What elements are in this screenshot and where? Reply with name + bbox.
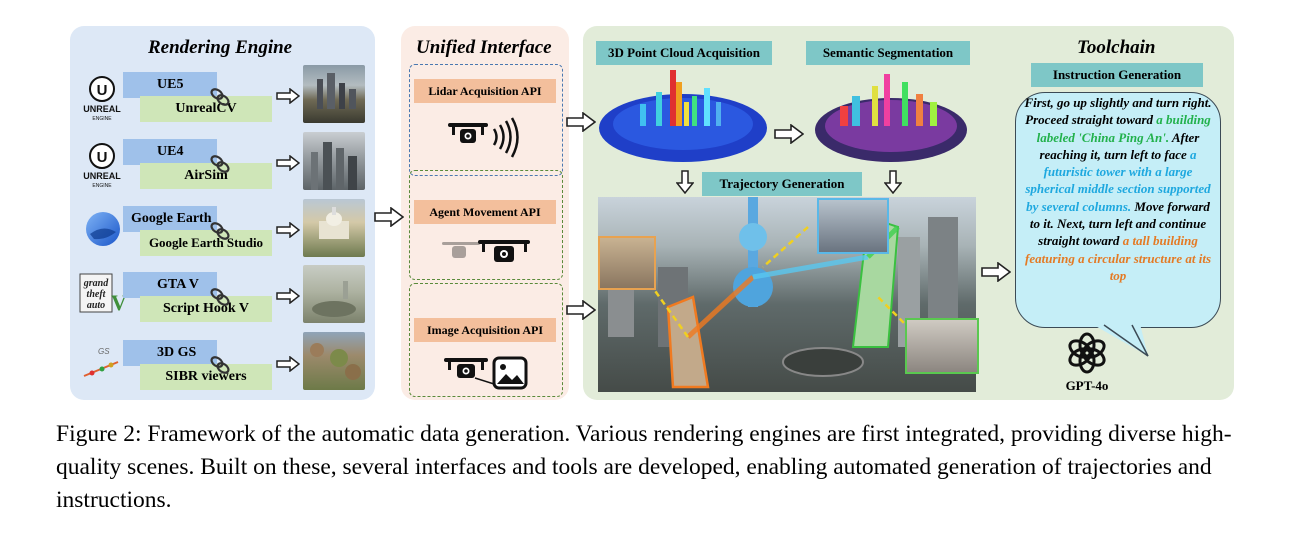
trajectory-city-image — [598, 197, 976, 392]
drone-image-icon — [444, 356, 528, 390]
chain-link-icon — [210, 356, 230, 374]
right-arrow-icon — [276, 356, 300, 372]
engine-box-ue5: UE5 — [123, 72, 217, 98]
right-arrow-icon — [276, 88, 300, 104]
engine-box-3d-gs: 3D GS — [123, 340, 217, 366]
scene-thumbnail-3d-gs — [303, 332, 365, 390]
instruction-bubble — [1015, 92, 1221, 328]
inset-building-ping-an — [598, 236, 656, 290]
api-box-lidar: Lidar Acquisition API — [414, 79, 556, 103]
movement-api-group — [409, 170, 563, 280]
api-box-agent-movement: Agent Movement API — [414, 200, 556, 224]
figure-caption: Figure 2: Framework of the automatic dat… — [56, 421, 1232, 513]
gpt-label: GPT-4o — [1065, 378, 1109, 393]
engine-box-gta-v: GTA V — [123, 272, 217, 298]
inset-tower — [817, 198, 889, 254]
right-arrow-icon — [774, 124, 804, 144]
instruction-landmark-tower: a futuristic tower with a large spherica… — [1025, 146, 1211, 214]
google-earth-logo — [84, 210, 122, 248]
right-arrow-icon — [566, 112, 596, 132]
svg-text:UNREAL: UNREAL — [83, 104, 121, 114]
instruction-segment: First, go up slightly and turn right. Pr… — [1024, 95, 1212, 128]
right-arrow-icon — [276, 288, 300, 304]
gta-v-logo: grand theft auto V — [78, 270, 127, 316]
scene-thumbnail-ue4 — [303, 132, 365, 190]
svg-text:U: U — [97, 82, 108, 99]
engine-box-google-earth: Google Earth — [123, 206, 217, 232]
api-box-image: Image Acquisition API — [414, 318, 556, 342]
scene-thumbnail-gta-v — [303, 265, 365, 323]
interface-box-sibr-viewers: SIBR viewers — [140, 364, 272, 390]
toolchain-title: Toolchain — [1077, 37, 1156, 58]
svg-text:UNREAL: UNREAL — [83, 171, 121, 181]
instruction-segment: Move forward to it. Next, turn left and … — [1029, 198, 1210, 249]
gaussian-splatting-logo: GS — [80, 342, 124, 382]
interface-box-google-earth-studio: Google Earth Studio — [140, 230, 272, 256]
bubble-tail — [1092, 324, 1149, 357]
interface-box-airsim: AirSim — [140, 163, 272, 189]
unreal-engine-logo: U UNREAL ENGINE — [76, 141, 128, 189]
interface-box-unrealcv: UnrealCV — [140, 96, 272, 122]
trajectory-generation-label: Trajectory Generation — [702, 172, 862, 196]
right-arrow-icon — [276, 222, 300, 238]
svg-text:ENGINE: ENGINE — [92, 183, 112, 189]
svg-text:U: U — [97, 149, 108, 166]
chain-link-icon — [210, 222, 230, 240]
unified-interface-title: Unified Interface — [416, 37, 552, 58]
svg-text:auto: auto — [87, 300, 105, 311]
svg-text:GS: GS — [98, 347, 110, 356]
segmentation-image — [815, 74, 967, 162]
point-cloud-image — [599, 70, 767, 162]
point-cloud-label: 3D Point Cloud Acquisition — [596, 41, 772, 65]
instruction-segment: After reaching it, turn left to face — [1039, 129, 1200, 162]
svg-text:grand: grand — [83, 278, 109, 289]
chain-link-icon — [210, 288, 230, 306]
drone-lidar-icon — [448, 117, 519, 158]
instruction-text: First, go up slightly and turn right. Pr… — [1020, 94, 1216, 284]
chain-link-icon — [210, 88, 230, 106]
instruction-generation-label: Instruction Generation — [1031, 63, 1203, 87]
interface-box-script-hook-v: Script Hook V — [140, 296, 272, 322]
image-api-group — [409, 283, 563, 397]
right-arrow-icon — [566, 300, 596, 320]
unreal-engine-logo: U UNREAL ENGINE — [76, 74, 128, 122]
instruction-landmark-ping-an: a building labeled 'China Ping An'. — [1036, 112, 1211, 145]
scene-thumbnail-ue5 — [303, 65, 365, 123]
svg-text:theft: theft — [87, 289, 107, 300]
lidar-api-group — [409, 64, 563, 176]
rendering-engine-title: Rendering Engine — [148, 37, 293, 58]
segmentation-label: Semantic Segmentation — [806, 41, 970, 65]
openai-logo-icon — [1068, 332, 1106, 374]
down-arrow-icon — [676, 170, 694, 194]
down-arrow-icon — [884, 170, 902, 194]
right-arrow-icon — [374, 207, 404, 227]
scene-thumbnail-google-earth — [303, 199, 365, 257]
engine-box-ue4: UE4 — [123, 139, 217, 165]
chain-link-icon — [210, 155, 230, 173]
right-arrow-icon — [276, 155, 300, 171]
svg-text:ENGINE: ENGINE — [92, 116, 112, 122]
drone-movement-icon — [442, 240, 530, 262]
inset-circular-building — [905, 318, 979, 374]
right-arrow-icon — [981, 262, 1011, 282]
instruction-landmark-circular-building: a tall building featuring a circular str… — [1025, 233, 1211, 283]
